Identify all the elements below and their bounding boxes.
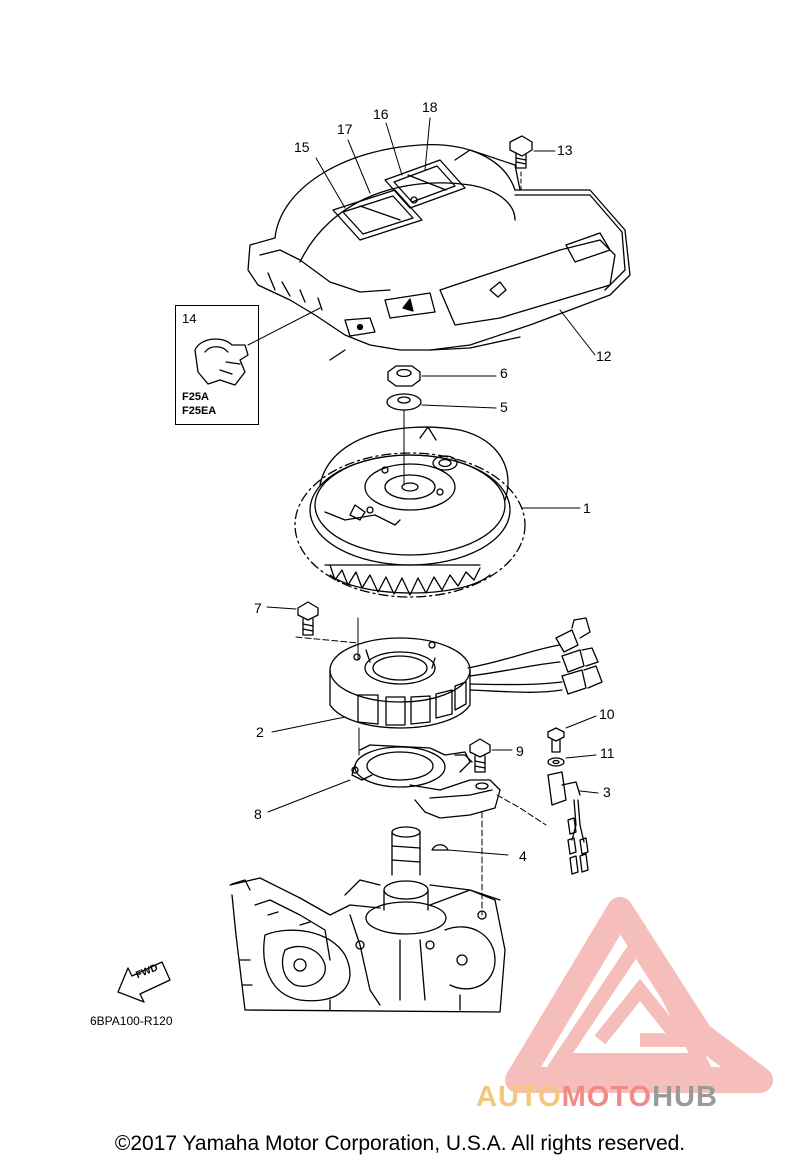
callout-11: 11 [600, 745, 615, 761]
bolt-part-7 [266, 601, 359, 661]
stator-base-plate-part-8 [267, 744, 547, 916]
callout-9: 9 [516, 743, 524, 759]
watermark-part-hub: HUB [652, 1081, 718, 1113]
callout-5: 5 [500, 399, 508, 415]
watermark-part-auto: AUTO [476, 1081, 562, 1113]
bolt-part-13 [509, 135, 556, 191]
inset-model-f25a: F25A [182, 391, 209, 403]
callout-1: 1 [583, 500, 591, 516]
clip-part-14 [194, 307, 321, 386]
callout-17: 17 [337, 121, 353, 137]
callout-13: 13 [557, 142, 573, 158]
callout-10: 10 [599, 706, 615, 722]
stator-coil-part-2 [271, 617, 603, 756]
watermark-brand: AUTOMOTOHUB [476, 1081, 718, 1114]
callout-8: 8 [254, 806, 262, 822]
washer-part-11 [547, 754, 597, 767]
pulser-coil-part-3 [547, 771, 599, 875]
warning-label-plate-15-17 [332, 189, 423, 241]
callout-14: 14 [182, 311, 197, 326]
crankshaft-engine-block [229, 826, 506, 1013]
inset-model-f25ea: F25EA [182, 405, 217, 417]
watermark-part-moto: MOTO [561, 1081, 653, 1113]
callout-4: 4 [519, 848, 527, 864]
callout-12: 12 [596, 348, 612, 364]
callout-15: 15 [294, 139, 310, 155]
automotohub-logo-icon [505, 897, 773, 1093]
flywheel-cover-part-12 [247, 144, 631, 361]
screw-part-10 [547, 715, 597, 753]
diagram-code: 6BPA100-R120 [90, 1014, 173, 1028]
copyright-footer: ©2017 Yamaha Motor Corporation, U.S.A. A… [114, 1132, 686, 1155]
fwd-arrow-icon [117, 961, 171, 1003]
callout-3: 3 [603, 784, 611, 800]
callout-6: 6 [500, 365, 508, 381]
callout-7: 7 [254, 600, 262, 616]
inset-part-14-box: 14 F25A F25EA [175, 305, 259, 425]
washer-part-5 [386, 393, 497, 411]
callout-16: 16 [373, 106, 389, 122]
warning-label-plate-16-18 [384, 159, 466, 209]
woodruff-key-part-4 [431, 844, 509, 856]
callout-18: 18 [422, 99, 438, 115]
callout-2: 2 [256, 724, 264, 740]
flywheel-part-1 [294, 426, 581, 598]
nut-part-6 [387, 365, 497, 387]
bolt-part-9 [469, 738, 513, 773]
